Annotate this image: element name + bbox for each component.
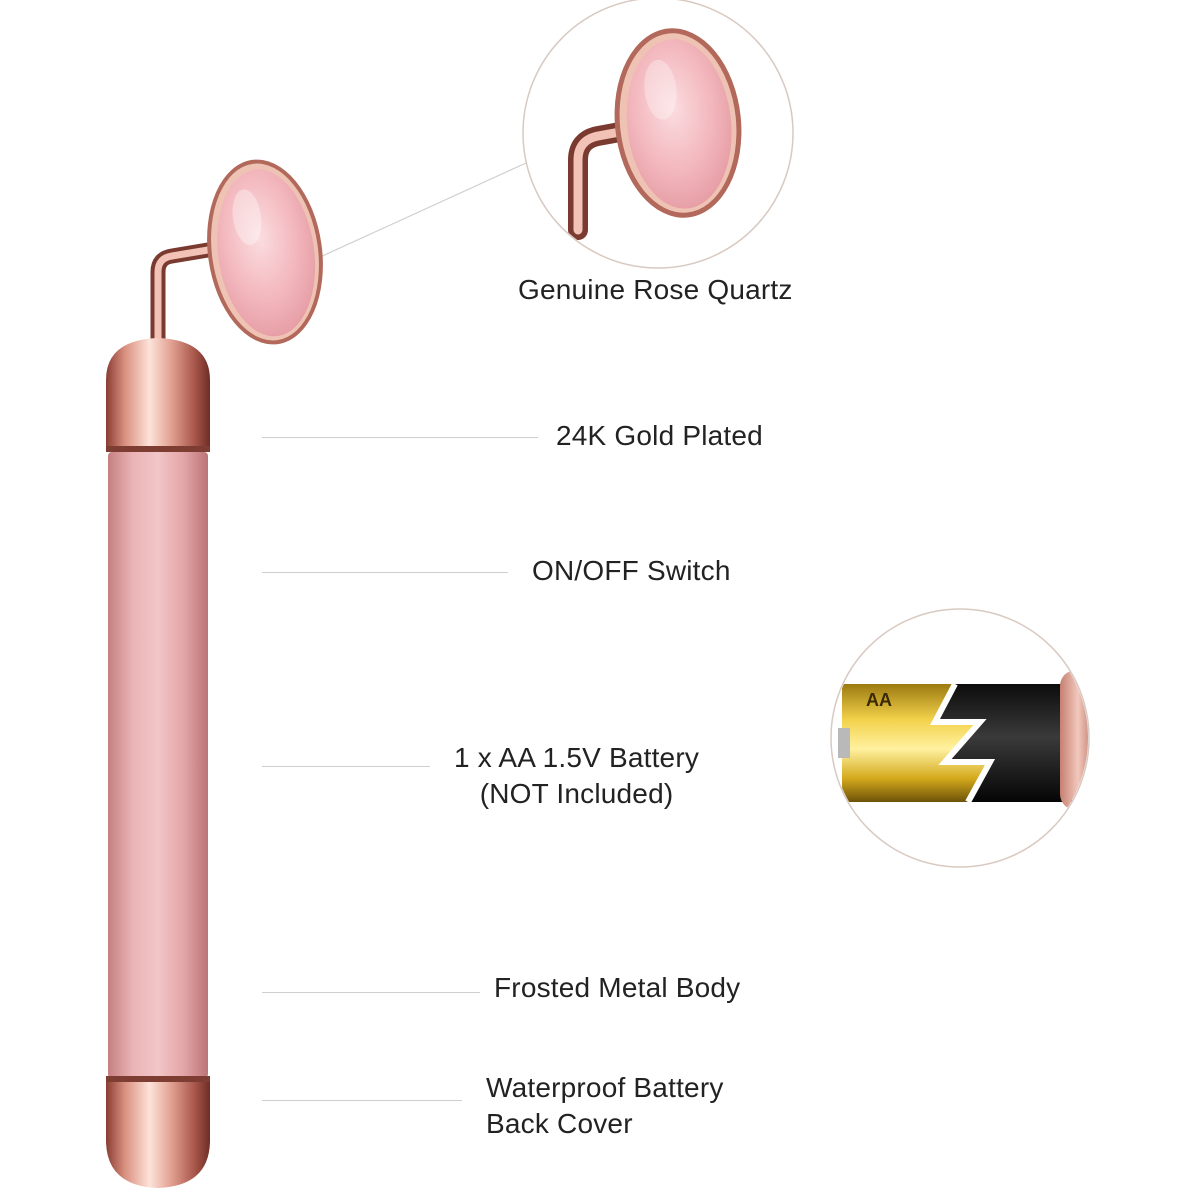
callout-switch: ON/OFF Switch — [532, 555, 731, 586]
callout-cover-line1: Waterproof Battery — [486, 1072, 724, 1103]
facial-roller-device — [106, 159, 323, 1188]
leader-line-body — [262, 992, 480, 993]
leader-line-cover — [262, 1100, 462, 1101]
callout-rose-quartz: Genuine Rose Quartz — [518, 274, 793, 305]
callout-cover-line2: Back Cover — [486, 1108, 633, 1139]
callout-body: Frosted Metal Body — [494, 972, 741, 1003]
callout-battery-line2: (NOT Included) — [479, 778, 674, 809]
rose-quartz-roller-head — [207, 159, 323, 345]
rose-quartz-zoom-circle — [522, 0, 794, 269]
waterproof-battery-cover — [106, 1082, 210, 1188]
gold-plated-top-cap — [106, 338, 210, 450]
leader-line-switch — [262, 572, 508, 573]
callout-gold-plated: 24K Gold Plated — [556, 420, 763, 451]
callout-battery: 1 x AA 1.5V Battery (NOT Included) — [454, 740, 699, 812]
leader-line-gold-plated — [262, 437, 538, 438]
callout-battery-line1: 1 x AA 1.5V Battery — [454, 742, 700, 773]
callout-cover: Waterproof Battery Back Cover — [486, 1070, 724, 1142]
battery-zoom-circle: AA — [830, 608, 1090, 868]
roller-neck — [150, 241, 222, 353]
leader-line-rose-quartz — [317, 162, 527, 259]
frosted-metal-body — [108, 452, 208, 1078]
battery-print: AA — [866, 690, 892, 710]
leader-line-battery — [262, 766, 430, 767]
